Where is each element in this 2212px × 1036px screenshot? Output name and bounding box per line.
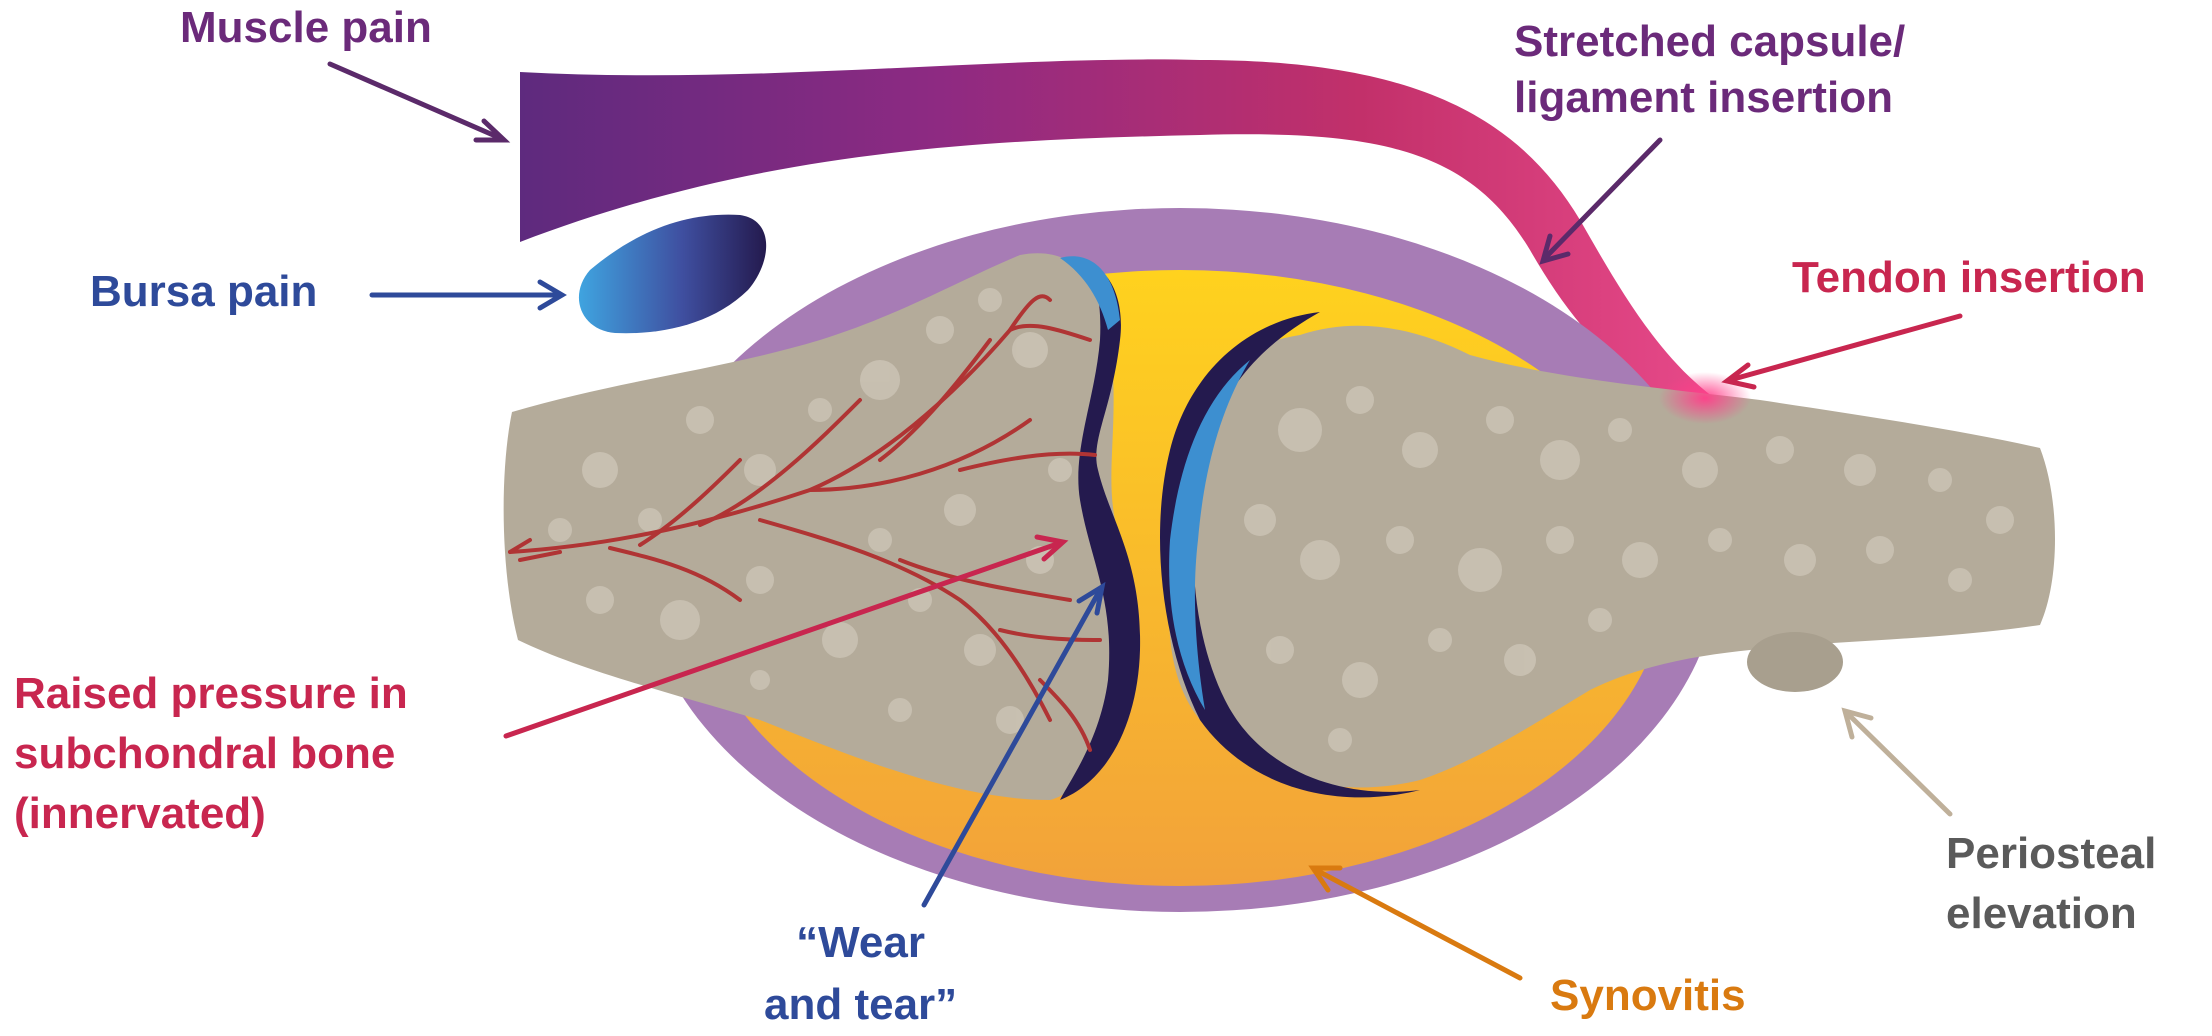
label-wear-and-tear-line2: and tear” bbox=[764, 974, 957, 1036]
label-periosteal-elevation-line1: Periosteal bbox=[1946, 824, 2156, 884]
label-tendon-insertion: Tendon insertion bbox=[1792, 250, 2146, 306]
arrow-tendon-insertion bbox=[1727, 316, 1960, 387]
label-periosteal-elevation-line2: elevation bbox=[1946, 884, 2156, 944]
bursa-shape bbox=[579, 215, 766, 334]
periosteal-bump bbox=[1747, 632, 1843, 692]
label-raised-pressure-line3: (innervated) bbox=[14, 784, 408, 844]
label-wear-and-tear-line1: “Wear bbox=[764, 912, 957, 974]
label-periosteal-elevation: Periosteal elevation bbox=[1946, 824, 2156, 944]
label-wear-and-tear: “Wear and tear” bbox=[764, 912, 957, 1036]
label-raised-pressure: Raised pressure in subchondral bone (inn… bbox=[14, 664, 408, 844]
label-bursa-pain: Bursa pain bbox=[90, 264, 317, 320]
arrow-synovitis bbox=[1313, 868, 1520, 978]
label-raised-pressure-line1: Raised pressure in bbox=[14, 664, 408, 724]
arrow-bursa-pain bbox=[372, 282, 562, 308]
arrow-muscle-pain bbox=[330, 64, 504, 140]
label-stretched-capsule-line2: ligament insertion bbox=[1514, 70, 1905, 126]
label-synovitis: Synovitis bbox=[1550, 968, 1746, 1024]
arrow-periosteal-elevation bbox=[1845, 711, 1950, 814]
label-muscle-pain: Muscle pain bbox=[180, 0, 432, 56]
label-stretched-capsule-line1: Stretched capsule/ bbox=[1514, 14, 1905, 70]
label-stretched-capsule: Stretched capsule/ ligament insertion bbox=[1514, 14, 1905, 126]
label-raised-pressure-line2: subchondral bone bbox=[14, 724, 408, 784]
